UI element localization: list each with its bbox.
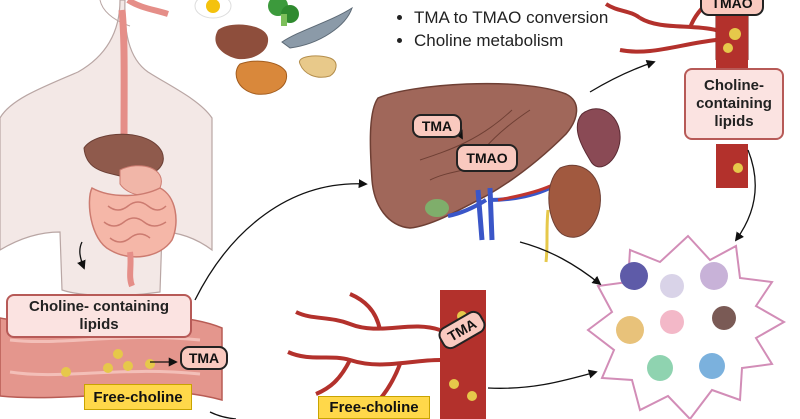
process-bullet-list: TMA to TMAO conversion Choline metabolis… [396,6,608,52]
bullet-item: TMA to TMAO conversion [414,6,608,29]
choline-lipids-vessel-text: Choline- containing lipids [696,77,772,130]
flow-arrows [77,59,756,419]
tma-gut-text: TMA [188,350,220,366]
choline-lipids-gut-text: Choline- containing lipids [29,298,169,333]
choline-lipids-gut-label: Choline- containing lipids [6,294,192,338]
tmao-vessel-text: TMAO [711,0,753,11]
bullet-item: Choline metabolism [414,29,608,52]
tma-gut-label: TMA [180,346,228,370]
free-choline-gut-text: Free-choline [93,388,183,406]
tmao-liver-text: TMAO [466,150,508,166]
free-choline-vessel-label: Free-choline [318,396,430,419]
food-icons [194,0,353,95]
free-choline-vessel-text: Free-choline [329,399,419,416]
tma-liver-label: TMA [412,114,462,138]
immune-cell-burst [586,234,787,419]
tma-liver-text: TMA [421,118,453,134]
kidney-organs [544,108,621,263]
tmao-vessel-label: TMAO [700,0,764,16]
choline-lipids-vessel-label: Choline- containing lipids [684,68,784,140]
digestive-tract [83,0,177,288]
free-choline-gut-label: Free-choline [84,384,192,410]
tmao-liver-label: TMAO [456,144,518,172]
